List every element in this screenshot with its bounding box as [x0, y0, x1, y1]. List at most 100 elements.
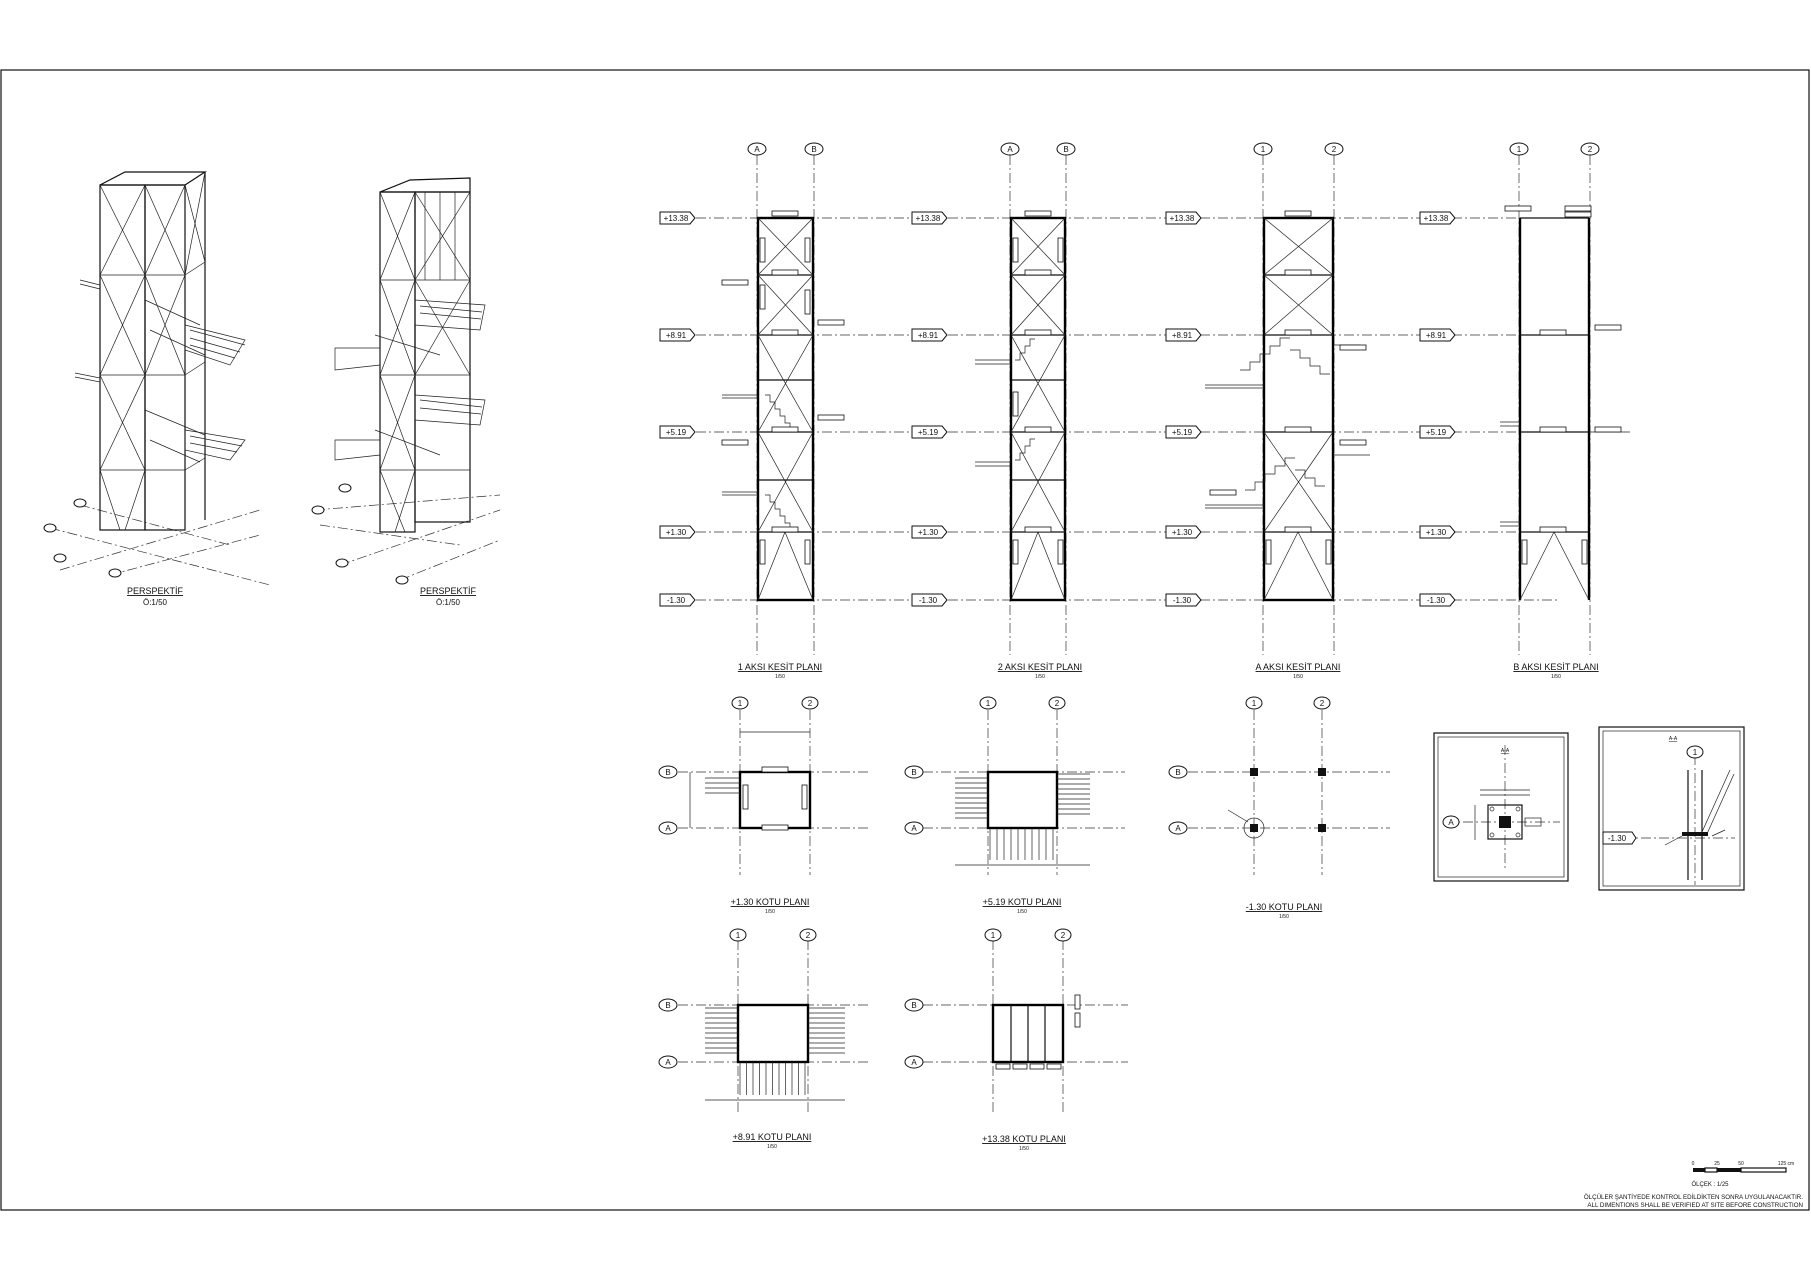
plan-minus-1-30-title: -1.30 KOTU PLANI [1246, 902, 1323, 912]
level-tag: +1.30 [911, 525, 948, 539]
perspective-2-scale: Ö:1/50 [436, 598, 461, 607]
plan-5-19: 1 2 B A +5.19 KOTU PLANI 1/50 [904, 696, 1125, 915]
section-b-title: B AKSI KESİT PLANI [1513, 662, 1598, 672]
plan-minus-1-30: 1 2 B A -1.30 KOTU PLANI 1/50 [1168, 696, 1390, 920]
level-tag-label: +5.19 [1426, 428, 1447, 437]
plan-13-38-scale: 1/50 [1019, 1146, 1029, 1152]
scale-tick-0: 0 [1692, 1161, 1695, 1167]
level-tag: -1.30 [1165, 593, 1202, 607]
plan-5-19-row-b: B [911, 768, 916, 777]
section-2-axis-a: A [1007, 145, 1013, 154]
level-tag: -1.30 [659, 593, 696, 607]
sheet-border [0, 69, 1810, 1211]
plan-1-30-col-2: 2 [808, 699, 813, 708]
level-tag: +8.91 [1165, 328, 1202, 342]
level-tag-label: +1.30 [666, 528, 687, 537]
plan-1-30-scale: 1/50 [765, 909, 775, 915]
section-2-title: 2 AKSI KESİT PLANI [998, 662, 1082, 672]
detail-1-axis: A [1448, 818, 1454, 827]
perspective-view-2: PERSPEKTİF Ö:1/50 [311, 177, 501, 607]
plan-5-19-col-2: 2 [1055, 699, 1060, 708]
section-b-scale: 1/50 [1551, 674, 1561, 680]
plan-minus-1-30-row-b: B [1175, 768, 1180, 777]
section-2-axis-b: B [1063, 145, 1068, 154]
section-a-scale: 1/50 [1293, 674, 1303, 680]
level-tag: +13.38 [1165, 211, 1202, 225]
section-a-axis-1-bubble [1253, 142, 1273, 156]
level-tag-label: +1.30 [1426, 528, 1447, 537]
level-tag: -1.30 [911, 593, 948, 607]
scale-bar: 0 25 50 125 cm ÖLÇEK : 1/25 [1691, 1161, 1794, 1188]
section-2-axis-a-bubble [1000, 142, 1020, 156]
plan-1-30-row-a: A [665, 824, 671, 833]
level-tag: +5.19 [1165, 425, 1202, 439]
level-tag-label: +5.19 [1172, 428, 1193, 437]
level-tag: +1.30 [1165, 525, 1202, 539]
plan-5-19-row-a: A [911, 824, 917, 833]
section-1-scale: 1/50 [775, 674, 785, 680]
level-tag-label: +13.38 [664, 214, 689, 223]
section-a-title: A AKSI KESİT PLANI [1256, 662, 1341, 672]
level-tag-label: -1.30 [1427, 596, 1446, 605]
section-1-axis-b-bubble [804, 142, 824, 156]
level-tag: +13.38 [659, 211, 696, 225]
plan-13-38-col-1: 1 [991, 931, 996, 940]
plan-minus-1-30-col-2: 2 [1320, 699, 1325, 708]
section-b-axis-1: 1 [1517, 145, 1522, 154]
detail-2-axis: 1 [1693, 748, 1698, 757]
perspective-view-1: PERSPEKTİF Ö:1/50 [43, 171, 271, 607]
note-en: ALL DIMENTIONS SHALL BE VERIFIED AT SITE… [1587, 1202, 1803, 1209]
level-tag: -1.30 [1419, 593, 1456, 607]
perspective-1-title: PERSPEKTİF [127, 586, 184, 596]
plan-minus-1-30-col-1: 1 [1252, 699, 1257, 708]
level-tag: +1.30 [659, 525, 696, 539]
section-b: 1 2 B AKSI KESİT PLANI 1/50 [1500, 142, 1630, 680]
plan-8-91-row-b: B [665, 1001, 670, 1010]
detail-2-section-mark: A-A [1669, 736, 1678, 742]
plan-8-91: 1 2 B A +8.91 KOTU PLANI 1/50 [658, 928, 870, 1150]
plan-minus-1-30-row-a: A [1175, 824, 1181, 833]
plan-8-91-scale: 1/50 [767, 1144, 777, 1150]
perspective-2-title: PERSPEKTİF [420, 586, 477, 596]
level-tag-label: +8.91 [1426, 331, 1447, 340]
detail-1-section-mark: A-A [1501, 748, 1510, 754]
section-1-axis-b: B [811, 145, 816, 154]
level-tags: +13.38 +8.91 +5.19 +1.30 -1.30 +13.38 +8.91 +5.… [659, 211, 1456, 607]
note-tr: ÖLÇÜLER ŞANTİYEDE KONTROL EDİLDİKTEN SON… [1584, 1194, 1803, 1201]
level-tag: +5.19 [1419, 425, 1456, 439]
level-tag-label: +8.91 [666, 331, 687, 340]
detail-2: 1 -1.30 A-A [1598, 726, 1745, 891]
scale-tick-50: 50 [1738, 1161, 1744, 1167]
level-tag-label: +8.91 [1172, 331, 1193, 340]
level-tag: +5.19 [911, 425, 948, 439]
perspective-1-scale: Ö:1/50 [143, 598, 168, 607]
plan-13-38-col-2: 2 [1061, 931, 1066, 940]
section-a: 1 2 A AKSI KESİT PLANI [1205, 142, 1370, 680]
plan-8-91-col-1: 1 [736, 931, 741, 940]
section-a-axis-1: 1 [1261, 145, 1266, 154]
level-tag-label: +8.91 [918, 331, 939, 340]
plan-1-30-row-b: B [665, 768, 670, 777]
level-tag: +8.91 [1419, 328, 1456, 342]
level-tag: +13.38 [911, 211, 948, 225]
level-tag-label: +1.30 [1172, 528, 1193, 537]
section-2-axis-b-bubble [1056, 142, 1076, 156]
plan-13-38-title: +13.38 KOTU PLANI [982, 1134, 1066, 1144]
plan-5-19-title: +5.19 KOTU PLANI [983, 897, 1062, 907]
plan-8-91-row-a: A [665, 1058, 671, 1067]
level-tag-label: +13.38 [1424, 214, 1449, 223]
section-b-axis-2-bubble [1580, 142, 1600, 156]
level-tag: +8.91 [659, 328, 696, 342]
plan-8-91-title: +8.91 KOTU PLANI [733, 1132, 812, 1142]
section-2-scale: 1/50 [1035, 674, 1045, 680]
section-1-axis-a: A [754, 145, 760, 154]
plan-minus-1-30-scale: 1/50 [1279, 914, 1289, 920]
section-1: A B 1 AKSI K [721, 142, 845, 680]
plan-13-38: 1 2 B A +13.38 KOTU PLANI 1/50 [904, 928, 1128, 1152]
level-tag-label: +1.30 [918, 528, 939, 537]
section-1-title: 1 AKSI KESİT PLANI [738, 662, 822, 672]
level-tag-label: -1.30 [1173, 596, 1192, 605]
plan-1-30-title: +1.30 KOTU PLANI [731, 897, 810, 907]
plan-8-91-col-2: 2 [806, 931, 811, 940]
